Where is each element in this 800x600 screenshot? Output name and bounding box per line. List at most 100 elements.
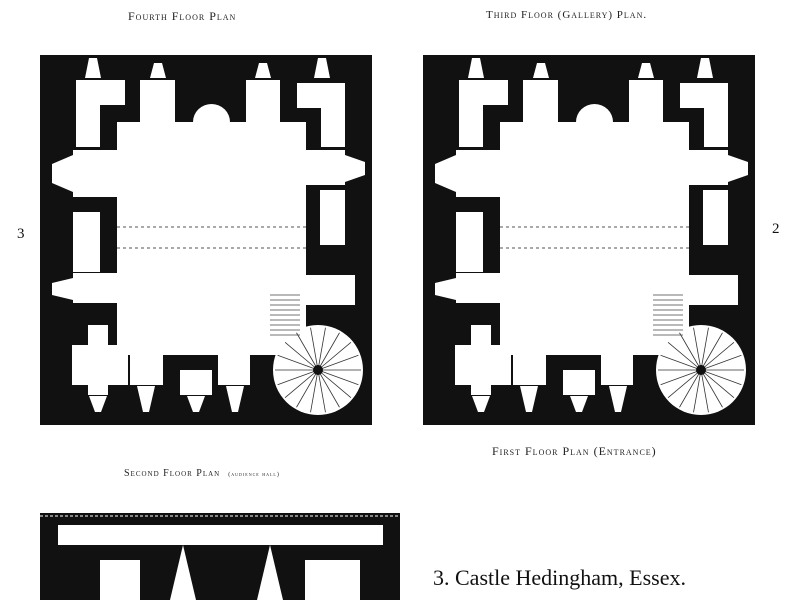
stair-tread [679,369,702,408]
stair-tread [317,369,359,386]
window-splay [728,155,748,182]
window-splay [697,58,713,78]
stair-tread [700,342,735,371]
window-splay [52,278,73,300]
window-splay [435,278,456,300]
stair-tread [284,369,319,398]
room [704,83,728,147]
stair-tread [317,327,326,371]
room [689,150,728,185]
second-floor-plan-title: Second Floor Plan [124,468,221,479]
stair-tread [277,369,319,386]
stair-tread [296,332,319,371]
room [320,190,345,245]
stair-tread [310,327,319,371]
figure-number-left: 3 [17,226,25,242]
stair-tread [700,354,742,371]
room [58,525,383,545]
room [629,80,663,122]
room [306,275,355,305]
stair-tread [700,332,723,371]
room [130,355,163,385]
window-splay [170,545,196,600]
stair-tread [693,327,702,371]
room [88,325,108,395]
second-floor-plan-label: Second Floor Plan (audience hall) [124,468,280,479]
room [321,83,345,147]
third-floor-plan [423,55,755,425]
stair-tread [700,369,709,413]
stair-tread [317,332,340,371]
window-splay [520,386,538,412]
window-splay [533,63,549,78]
stair-tread [317,369,326,413]
room [456,273,500,303]
fourth-floor-plan [40,55,372,425]
room [180,370,212,395]
stair-tread [700,327,709,371]
figure-caption: 3. Castle Hedingham, Essex. [433,565,686,590]
stair-tread [317,342,352,371]
stair-tread [277,354,319,371]
room [689,275,738,305]
window-splay [89,396,107,412]
stair-tread [317,369,340,408]
room [513,355,546,385]
window-splay [609,386,627,412]
third-floor-plan-label: Third Floor (Gallery) Plan. [486,9,648,21]
figure-number-right: 2 [772,221,780,237]
stair-tread [700,369,742,386]
room [306,150,345,185]
second-floor-plan [40,513,400,600]
window-splay [150,63,166,78]
room [471,325,491,395]
room [246,80,280,122]
window-splay [345,155,365,182]
stair-tread [660,354,702,371]
room [601,355,633,385]
window-splay [314,58,330,78]
window-splay [472,396,490,412]
room [73,150,117,197]
room [459,80,483,147]
stair-tread [679,332,702,371]
window-splay [468,58,484,78]
room [703,190,728,245]
room [456,212,483,272]
stair-tread [296,369,319,408]
window-splay [435,155,456,192]
stair-tread [667,369,702,398]
room [456,150,500,197]
room [100,560,140,600]
room [218,355,250,385]
first-floor-plan-label: First Floor Plan (Entrance) [492,444,657,458]
stair-newel [696,365,706,375]
fourth-floor-plan-label: Fourth Floor Plan [128,9,237,23]
window-splay [137,386,155,412]
stair-tread [317,354,359,371]
stair-tread [310,369,319,413]
window-splay [570,396,588,412]
room [76,80,100,147]
arched-recess [576,104,613,122]
window-splay [226,386,244,412]
window-splay [255,63,271,78]
window-splay [52,155,73,192]
window-splay [257,545,283,600]
arched-recess [193,104,230,122]
stair-tread [700,369,723,408]
stair-tread [317,369,352,398]
room [563,370,595,395]
room [73,273,117,303]
window-splay [85,58,101,78]
stair-newel [313,365,323,375]
room [140,80,175,122]
stair-tread [667,342,702,371]
window-splay [638,63,654,78]
stair-tread [693,369,702,413]
second-floor-plan-note: (audience hall) [228,472,280,478]
room [73,212,100,272]
stair-tread [284,342,319,371]
stair-tread [700,369,735,398]
